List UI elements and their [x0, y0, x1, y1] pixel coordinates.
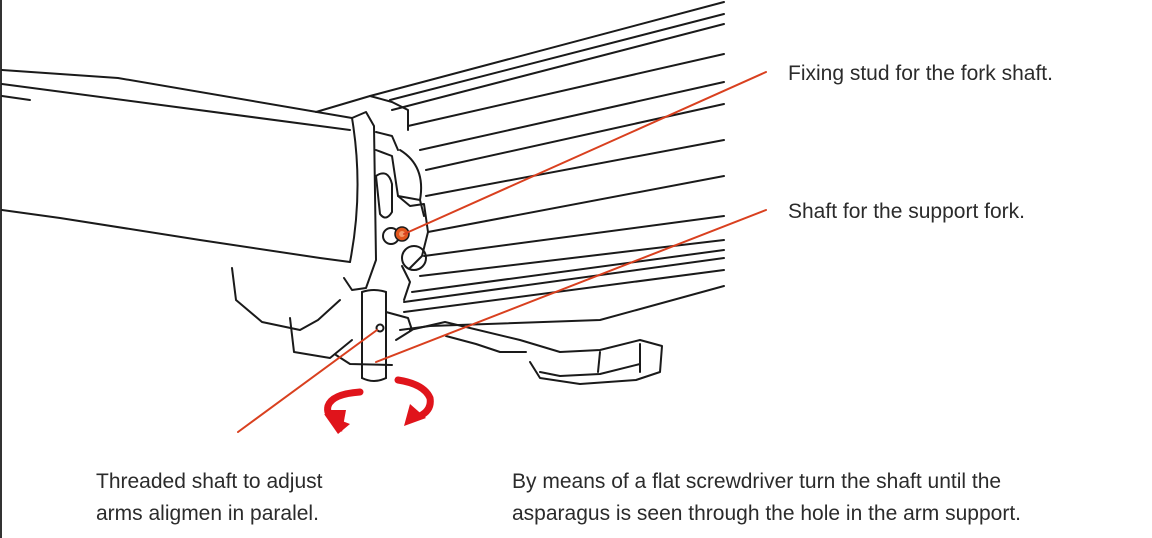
threaded-shaft-label: Threaded shaft to adjust arms aligmen in… — [96, 466, 322, 530]
left-border — [0, 0, 2, 538]
threaded-shaft — [361, 289, 413, 382]
end-cap — [315, 95, 429, 301]
rotation-arrow-right-icon — [394, 376, 434, 426]
leader-line-threaded-shaft — [237, 329, 378, 433]
threaded-shaft-label-line2: arms aligmen in paralel. — [96, 502, 319, 525]
rotation-arrow-left-icon — [324, 388, 364, 434]
rotation-arrows — [324, 376, 434, 434]
profile-rails — [369, 1, 725, 331]
threaded-shaft-label-line1: Threaded shaft to adjust — [96, 470, 323, 493]
instruction-label-line1: By means of a flat screwdriver turn the … — [512, 470, 1002, 493]
leader-line-fixing-stud — [403, 71, 767, 235]
fixing-stud-highlight — [394, 226, 410, 242]
fixing-stud-label: Fixing stud for the fork shaft. — [788, 62, 1053, 85]
leader-line-support-shaft — [375, 209, 767, 363]
instruction-label: By means of a flat screwdriver turn the … — [512, 466, 1021, 530]
lower-bracket — [231, 267, 663, 385]
support-shaft-label: Shaft for the support fork. — [788, 200, 1025, 223]
instruction-label-line2: asparagus is seen through the hole in th… — [512, 502, 1021, 525]
arm-beam — [1, 69, 359, 263]
